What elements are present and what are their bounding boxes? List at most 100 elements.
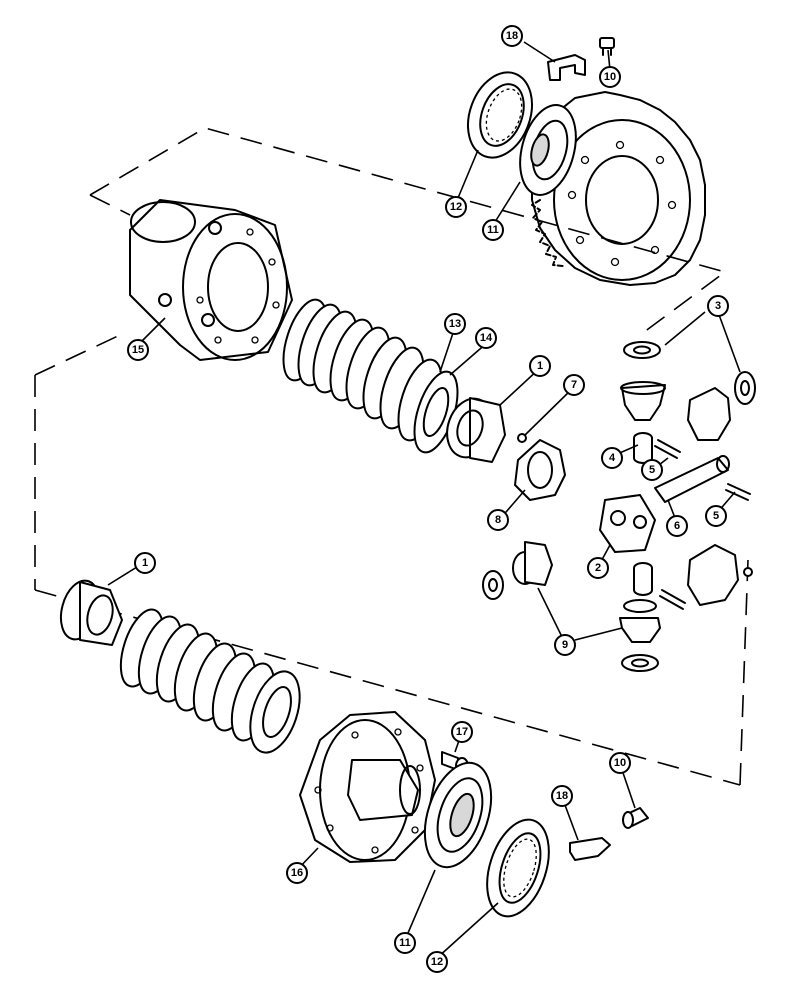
locking-plate-lower bbox=[569, 837, 611, 861]
callout-label: 11 bbox=[399, 937, 411, 949]
differential-housing bbox=[129, 199, 293, 361]
callout-label: 14 bbox=[480, 332, 493, 344]
pinion-gear-lower-left bbox=[512, 541, 553, 586]
pinion-gear-lower bbox=[619, 599, 661, 643]
roll-pin-right bbox=[725, 483, 751, 501]
callout-circle bbox=[609, 752, 631, 774]
pin-short-lower bbox=[633, 562, 653, 596]
thrust-washer-lower bbox=[621, 654, 659, 672]
callout-label: 13 bbox=[449, 318, 461, 330]
callout-label: 8 bbox=[495, 514, 501, 526]
callout-circle bbox=[563, 374, 585, 396]
pinion-gear-upper bbox=[620, 381, 666, 421]
callout-circle bbox=[127, 339, 149, 361]
callout-10: 10 bbox=[609, 752, 631, 774]
pin-short-upper bbox=[633, 432, 653, 464]
callout-10: 10 bbox=[599, 66, 621, 88]
callout-circle bbox=[451, 721, 473, 743]
callout-label: 5 bbox=[649, 464, 655, 476]
callout-circle bbox=[666, 515, 688, 537]
callout-label: 4 bbox=[609, 452, 616, 464]
ring-gear bbox=[531, 91, 706, 286]
callout-circle bbox=[482, 219, 504, 241]
callout-label: 1 bbox=[142, 557, 148, 569]
callout-3: 3 bbox=[707, 295, 729, 317]
callout-circle bbox=[286, 862, 308, 884]
side-gear-hub-lower bbox=[59, 579, 123, 646]
bearing-cone-top bbox=[519, 104, 577, 196]
callout-12: 12 bbox=[426, 951, 448, 973]
callout-circle bbox=[587, 557, 609, 579]
bolt-lower bbox=[622, 807, 649, 829]
callout-circle bbox=[394, 932, 416, 954]
callout-circle bbox=[487, 509, 509, 531]
callout-label: 9 bbox=[562, 639, 568, 651]
callout-5: 5 bbox=[705, 505, 727, 527]
lower-clutch-discs bbox=[119, 608, 301, 754]
callout-circle bbox=[445, 196, 467, 218]
bearing-cup-lower bbox=[486, 818, 550, 918]
callout-label: 12 bbox=[431, 956, 443, 968]
callout-circle bbox=[554, 634, 576, 656]
callout-17: 17 bbox=[451, 721, 473, 743]
thrust-washer-right bbox=[734, 371, 756, 405]
roll-pin-upper bbox=[654, 439, 681, 459]
callout-16: 16 bbox=[286, 862, 308, 884]
callout-circle bbox=[426, 951, 448, 973]
callout-circle bbox=[707, 295, 729, 317]
callout-label: 2 bbox=[595, 562, 601, 574]
callout-1: 1 bbox=[529, 355, 551, 377]
pinion-gear-right bbox=[687, 387, 731, 441]
callout-1: 1 bbox=[134, 552, 156, 574]
callout-6: 6 bbox=[666, 515, 688, 537]
upper-clutch-discs bbox=[282, 298, 459, 454]
callout-13: 13 bbox=[444, 313, 466, 335]
side-gear-hub-upper bbox=[446, 397, 506, 463]
bearing-cup-top bbox=[467, 71, 533, 159]
callout-11: 11 bbox=[394, 932, 416, 954]
callout-label: 18 bbox=[506, 30, 518, 42]
callout-circle bbox=[134, 552, 156, 574]
callout-label: 1 bbox=[537, 360, 543, 372]
callout-12: 12 bbox=[445, 196, 467, 218]
callout-label: 17 bbox=[456, 726, 468, 738]
callout-circle bbox=[501, 25, 523, 47]
callout-14: 14 bbox=[475, 327, 497, 349]
callout-9: 9 bbox=[554, 634, 576, 656]
thrust-washer-lower-left bbox=[482, 570, 504, 600]
locking-plate-top bbox=[547, 54, 586, 81]
callout-circle bbox=[475, 327, 497, 349]
callout-15: 15 bbox=[127, 339, 149, 361]
callout-label: 7 bbox=[571, 379, 577, 391]
bolt-top bbox=[599, 37, 615, 56]
callout-label: 15 bbox=[132, 344, 144, 356]
callout-7: 7 bbox=[563, 374, 585, 396]
ball-7 bbox=[517, 433, 527, 443]
callout-11: 11 bbox=[482, 219, 504, 241]
callout-label: 10 bbox=[614, 757, 626, 769]
differential-spider bbox=[599, 494, 656, 553]
callout-label: 12 bbox=[450, 201, 462, 213]
callout-label: 18 bbox=[556, 790, 568, 802]
callout-2: 2 bbox=[587, 557, 609, 579]
callout-circle bbox=[551, 785, 573, 807]
callout-18: 18 bbox=[551, 785, 573, 807]
callout-circle bbox=[599, 66, 621, 88]
callout-circle bbox=[529, 355, 551, 377]
callout-8: 8 bbox=[487, 509, 509, 531]
callout-5: 5 bbox=[641, 459, 663, 481]
callout-label: 6 bbox=[674, 520, 680, 532]
side-gear-lower-right bbox=[687, 544, 739, 606]
callout-circle bbox=[705, 505, 727, 527]
ball-lower bbox=[743, 567, 753, 577]
callout-circle bbox=[444, 313, 466, 335]
assembly-boundary-upper bbox=[89, 127, 727, 336]
callout-label: 16 bbox=[291, 867, 303, 879]
callout-label: 3 bbox=[715, 300, 721, 312]
side-gear-8 bbox=[514, 439, 566, 501]
cross-shaft bbox=[654, 455, 730, 503]
callout-circle bbox=[641, 459, 663, 481]
